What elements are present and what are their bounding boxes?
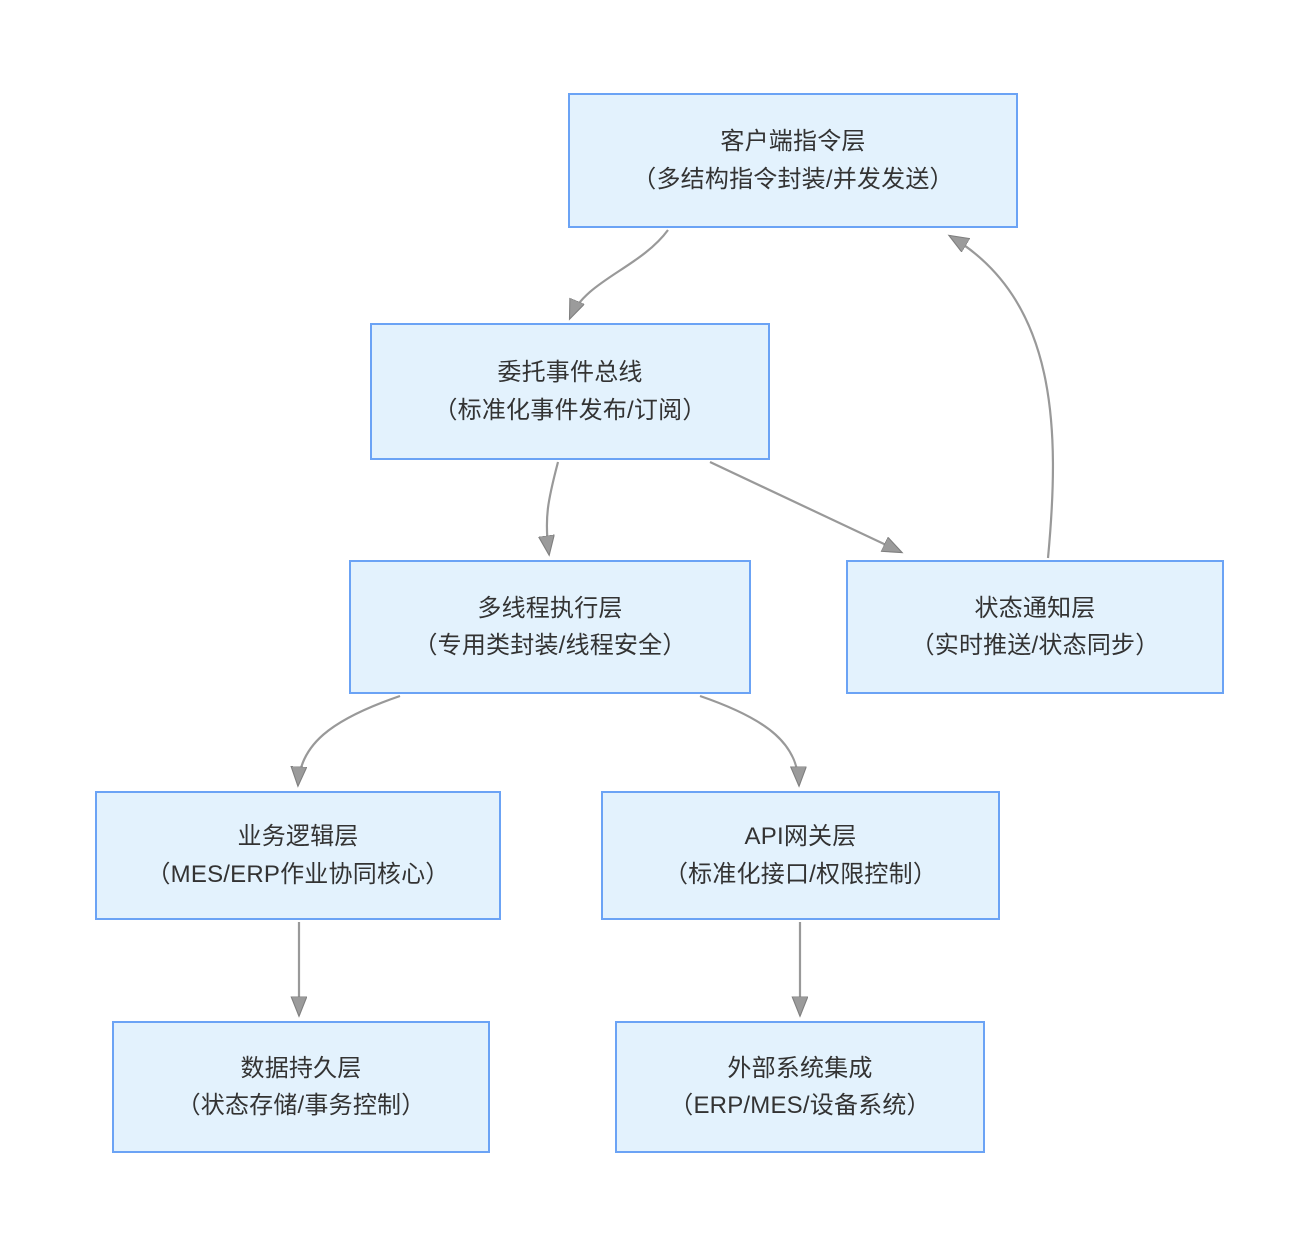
node-title: 外部系统集成 bbox=[727, 1054, 873, 1082]
edge-status-to-client bbox=[950, 236, 1055, 559]
node-multithread-execution-layer[interactable]: 多线程执行层 （专用类封装/线程安全） bbox=[349, 560, 751, 694]
node-title: 多线程执行层 bbox=[477, 594, 623, 622]
node-external-system-integration[interactable]: 外部系统集成 （ERP/MES/设备系统） bbox=[615, 1021, 985, 1153]
node-subtitle: （ERP/MES/设备系统） bbox=[669, 1092, 931, 1119]
node-title: 数据持久层 bbox=[240, 1054, 362, 1082]
node-title: API网关层 bbox=[744, 823, 857, 851]
node-subtitle: （状态存储/事务控制） bbox=[176, 1092, 426, 1119]
node-api-gateway-layer[interactable]: API网关层 （标准化接口/权限控制） bbox=[601, 791, 1000, 920]
node-business-logic-layer[interactable]: 业务逻辑层 （MES/ERP作业协同核心） bbox=[95, 791, 501, 920]
node-subtitle: （标准化事件发布/订阅） bbox=[433, 396, 707, 424]
edge-thread-to-business bbox=[298, 694, 401, 785]
node-status-notification-layer[interactable]: 状态通知层 （实时推送/状态同步） bbox=[846, 560, 1224, 694]
node-title: 状态通知层 bbox=[974, 594, 1096, 622]
edge-thread-to-api bbox=[699, 694, 799, 785]
node-subtitle: （标准化接口/权限控制） bbox=[663, 860, 938, 888]
node-client-command-layer[interactable]: 客户端指令层 （多结构指令封装/并发发送） bbox=[568, 93, 1018, 228]
node-title: 客户端指令层 bbox=[720, 128, 866, 156]
node-data-persistence-layer[interactable]: 数据持久层 （状态存储/事务控制） bbox=[112, 1021, 490, 1153]
node-subtitle: （专用类封装/线程安全） bbox=[413, 632, 687, 659]
node-title: 委托事件总线 bbox=[497, 359, 643, 387]
edge-bus-to-status bbox=[709, 461, 901, 552]
edge-bus-to-thread bbox=[547, 461, 560, 554]
node-delegate-event-bus[interactable]: 委托事件总线 （标准化事件发布/订阅） bbox=[370, 323, 770, 460]
node-title: 业务逻辑层 bbox=[237, 823, 359, 851]
edge-client-to-bus bbox=[570, 229, 669, 318]
node-subtitle: （MES/ERP作业协同核心） bbox=[146, 860, 450, 888]
node-subtitle: （多结构指令封装/并发发送） bbox=[632, 165, 954, 193]
node-subtitle: （实时推送/状态同步） bbox=[910, 632, 1160, 659]
